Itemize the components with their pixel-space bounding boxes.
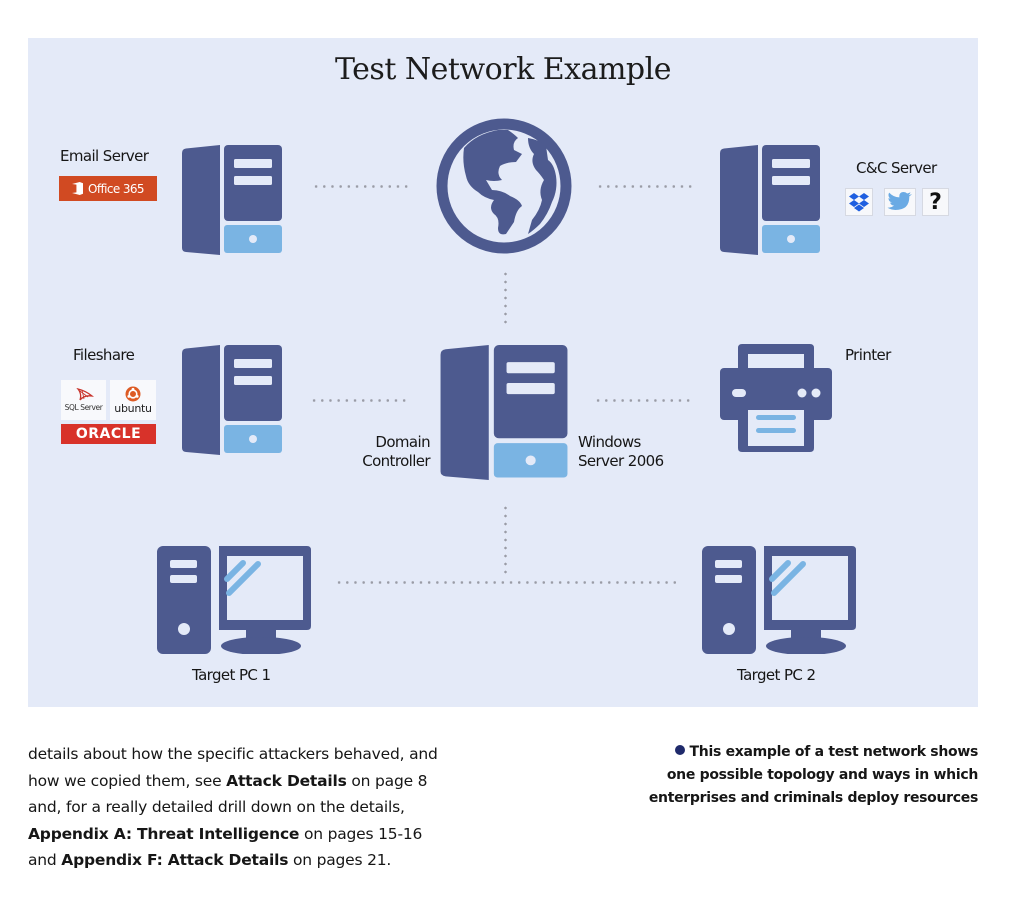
appendix-a-ref: Appendix A: Threat Intelligence <box>28 824 300 843</box>
connector-pc1-pc2 <box>335 581 679 584</box>
appendix-f-ref: Appendix F: Attack Details <box>61 851 289 869</box>
twitter-icon <box>887 192 912 210</box>
body-line-2: how we copied them, see Attack Details o… <box>28 768 528 795</box>
body-text-span: how we copied them, see <box>28 771 227 790</box>
target-pc-2-icon <box>702 546 858 654</box>
unknown-service-badge: ? <box>922 188 949 216</box>
domain-controller-label-2: Controller <box>362 452 430 470</box>
ubuntu-badge: ubuntu <box>110 380 156 420</box>
printer-label: Printer <box>845 346 891 364</box>
target-pc-1-label: Target PC 1 <box>192 666 271 684</box>
connector-dc-pcs <box>504 504 507 576</box>
dropbox-icon <box>849 193 869 212</box>
ubuntu-text: ubuntu <box>114 401 152 415</box>
body-text-span: on pages 15-16 <box>299 824 423 843</box>
office365-badge: Office 365 <box>59 176 157 201</box>
body-paragraph: details about how the specific attackers… <box>28 741 528 874</box>
domain-controller-server-icon <box>440 345 568 480</box>
fileshare-server-icon <box>182 345 282 455</box>
target-pc-2-label: Target PC 2 <box>737 666 816 684</box>
email-server-label: Email Server <box>60 147 149 165</box>
office365-text: Office 365 <box>88 181 145 196</box>
domain-controller-label-1: Domain <box>375 433 430 451</box>
connector-email-internet <box>312 185 412 188</box>
body-text-span: on pages 21. <box>288 851 392 869</box>
body-line-3: and, for a really detailed drill down on… <box>28 798 405 816</box>
caption-line-3: enterprises and criminals deploy resourc… <box>648 790 978 806</box>
body-text-span: on page 8 <box>346 771 428 790</box>
cc-server-icon <box>720 145 820 255</box>
connector-internet-cc <box>596 185 696 188</box>
dropbox-badge <box>845 188 873 216</box>
twitter-badge <box>884 188 916 216</box>
attack-details-link: Attack Details <box>226 771 347 790</box>
caption-line-1: This example of a test network shows <box>600 741 978 764</box>
connector-dc-printer <box>594 399 694 402</box>
body-line-4: Appendix A: Threat Intelligence on pages… <box>28 821 528 848</box>
windows-server-label-1: Windows <box>578 433 641 451</box>
oracle-badge: ORACLE <box>61 424 156 444</box>
email-server-icon <box>182 145 282 255</box>
windows-server-label-2: Server 2006 <box>578 452 664 470</box>
connector-internet-dc <box>504 270 507 326</box>
cc-server-label: C&C Server <box>856 159 937 177</box>
figure-caption: This example of a test network shows one… <box>600 741 978 810</box>
body-line-5: and Appendix F: Attack Details on pages … <box>28 847 528 874</box>
diagram-title: Test Network Example <box>335 52 671 87</box>
ubuntu-icon <box>125 386 141 401</box>
office-icon <box>72 182 84 195</box>
printer-icon <box>720 344 832 452</box>
caption-line-2: one possible topology and ways in which <box>666 767 978 783</box>
body-line-1: details about how the specific attackers… <box>28 745 438 763</box>
connector-fileshare-dc <box>310 399 410 402</box>
globe-icon <box>436 118 572 254</box>
fileshare-label: Fileshare <box>73 346 135 364</box>
body-text-span: and <box>28 851 62 869</box>
target-pc-1-icon <box>157 546 313 654</box>
bullet-icon <box>674 745 685 755</box>
sql-server-badge: SQL Server <box>61 380 106 420</box>
sql-server-icon <box>75 388 94 401</box>
sql-server-text: SQL Server <box>64 403 103 412</box>
caption-text: This example of a test network shows <box>689 744 979 760</box>
